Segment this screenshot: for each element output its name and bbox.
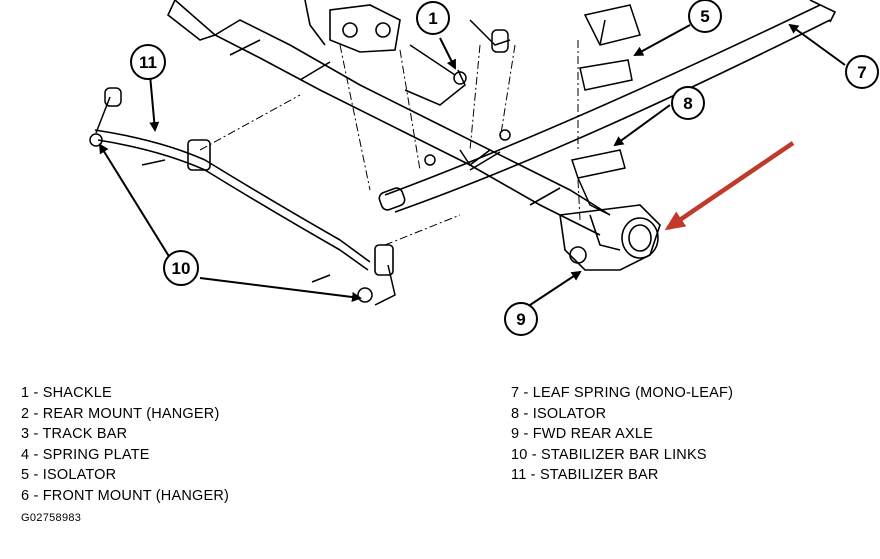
legend-item: 11 - STABILIZER BAR (511, 467, 659, 483)
callout-label: 9 (516, 310, 525, 329)
callout-8: 8 (671, 86, 705, 120)
isolator-lower (571, 149, 626, 216)
callout-label: 7 (857, 63, 866, 82)
pointer-arrow (664, 141, 795, 231)
callout-1: 1 (416, 1, 450, 35)
legend-item: 8 - ISOLATOR (511, 405, 607, 422)
legend-item: 5 - ISOLATOR (21, 467, 117, 483)
legend-item: 2 - REAR MOUNT (HANGER) (21, 405, 220, 422)
callout-label: 5 (700, 7, 709, 26)
callout-7: 7 (845, 55, 879, 89)
legend-right: 7 - LEAF SPRING (MONO-LEAF) 8 - ISOLATOR… (511, 383, 733, 486)
stabilizer-bar (94, 129, 394, 276)
callout-9: 9 (504, 302, 538, 336)
legend-item: 10 - STABILIZER BAR LINKS (511, 446, 707, 463)
callout-5: 5 (688, 0, 722, 33)
legend-item: 9 - FWD REAR AXLE (511, 426, 653, 442)
callout-label: 1 (428, 9, 437, 28)
isolator-upper (579, 4, 641, 91)
axle-housing (167, 0, 611, 236)
axle-flange (559, 204, 661, 271)
callout-label: 8 (683, 94, 692, 113)
legend-item: 7 - LEAF SPRING (MONO-LEAF) (511, 385, 734, 401)
leaf-spring (378, 0, 837, 213)
leader-lines (98, 23, 846, 306)
legend-item: 4 - SPRING PLATE (21, 446, 150, 463)
legend-item: 1 - SHACKLE (21, 385, 112, 401)
alignment-lines (199, 40, 581, 246)
figure-id: G02758983 (21, 512, 82, 524)
legend-item: 3 - TRACK BAR (21, 426, 128, 442)
legend-item: 6 - FRONT MOUNT (HANGER) (21, 487, 230, 504)
callout-11: 11 (130, 44, 166, 80)
shackle (404, 19, 511, 167)
stabilizer-links (89, 87, 396, 306)
suspension-diagram: 1 5 7 8 9 10 11 (89, 0, 879, 336)
callout-label: 11 (139, 53, 157, 72)
callout-10: 10 (163, 250, 199, 286)
legend-left: 1 - SHACKLE 2 - REAR MOUNT (HANGER) 3 - … (21, 383, 229, 506)
callout-label: 10 (172, 259, 191, 278)
